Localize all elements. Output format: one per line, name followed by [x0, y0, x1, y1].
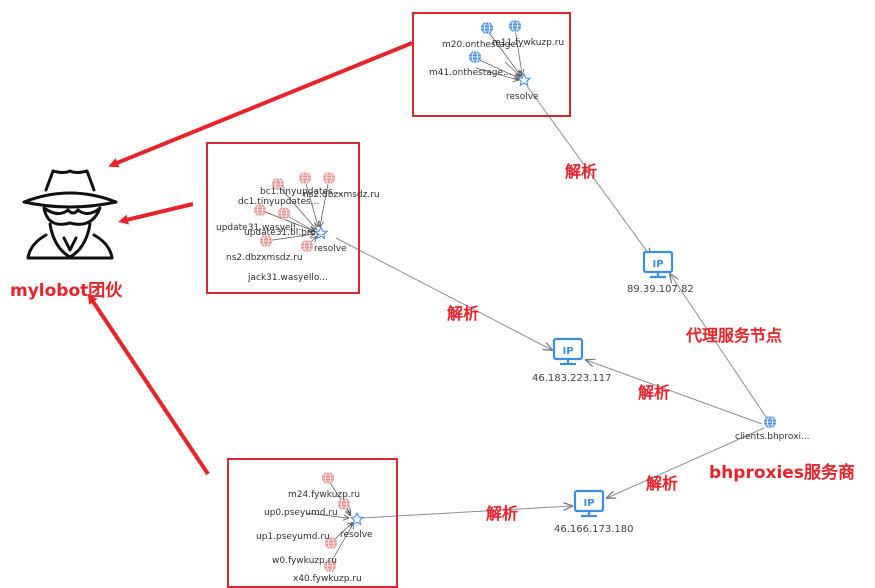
ip-monitor-icon[interactable]: [573, 489, 605, 518]
bottom-cluster-box: [227, 458, 398, 588]
ip-monitor-icon[interactable]: [552, 337, 584, 366]
service-provider-label: bhproxies服务商: [709, 463, 855, 483]
bottom-cluster-graph: [305, 471, 364, 573]
domain-label[interactable]: m20.onthestage...: [442, 40, 525, 50]
domain-label[interactable]: w0.fywkuzp.ru: [272, 556, 337, 566]
resolve-label: resolve: [314, 244, 347, 254]
actor-label: mylobot团伙: [10, 281, 123, 301]
edge-middle-to-ip2: [335, 237, 552, 350]
domain-label[interactable]: bc1.tinyupdates...: [260, 187, 342, 197]
middle-cluster-graph: [253, 171, 336, 253]
ip-address-label: 46.166.173.180: [554, 524, 634, 535]
edge-service-to-ip3: [607, 427, 765, 498]
domain-label[interactable]: up0.pseyumd.ru: [264, 508, 338, 518]
domain-label[interactable]: up1.pseyumd.ru: [256, 532, 330, 542]
ip-monitor-icon[interactable]: [642, 250, 674, 279]
domain-label[interactable]: m24.fywkuzp.ru: [288, 490, 361, 500]
resolve-annotation: 解析: [486, 504, 519, 523]
domain-label[interactable]: x40.fywkuzp.ru: [293, 574, 362, 584]
resolve-annotation: 解析: [638, 383, 671, 402]
proxy-node-annotation: 代理服务节点: [686, 326, 783, 345]
domain-label[interactable]: update31.bl.pro...: [244, 228, 325, 238]
ip-address-label: 89.39.107.82: [627, 284, 694, 295]
service-globe-icon[interactable]: [763, 415, 777, 429]
service-domain-label[interactable]: clients.bhproxi...: [735, 432, 810, 442]
domain-label[interactable]: jack31.wasyello...: [248, 273, 328, 283]
domain-label[interactable]: ns2.dbzxmsdz.ru: [226, 253, 303, 263]
domain-label[interactable]: dc1.tinyupdates...: [238, 197, 320, 207]
domain-label[interactable]: m41.onthestage...: [429, 68, 512, 78]
red-arrow-middle: [118, 202, 194, 225]
domain-label[interactable]: m11.fywkuzp.ru: [492, 38, 565, 48]
ip-address-label: 46.183.223.117: [532, 373, 612, 384]
top-cluster-box: [412, 12, 571, 117]
edge-service-to-ip2: [586, 360, 763, 425]
domain-label[interactable]: update31.wasyell...: [216, 223, 305, 233]
red-arrow-top: [108, 41, 413, 168]
edge-service-to-ip1: [670, 274, 769, 421]
top-cluster-graph: [468, 19, 531, 86]
resolve-label: resolve: [340, 530, 373, 540]
domain-label[interactable]: ns2.dbzxmsdz.ru: [303, 190, 380, 200]
middle-cluster-box: [206, 142, 360, 294]
resolve-annotation: 解析: [447, 304, 480, 323]
resolve-annotation: 解析: [646, 474, 679, 493]
edge-top-to-ip1: [526, 85, 651, 257]
resolve-label: resolve: [506, 92, 539, 102]
spy-hacker-icon: [22, 169, 118, 260]
red-arrow-bottom: [87, 293, 210, 476]
resolve-annotation: 解析: [565, 162, 598, 181]
